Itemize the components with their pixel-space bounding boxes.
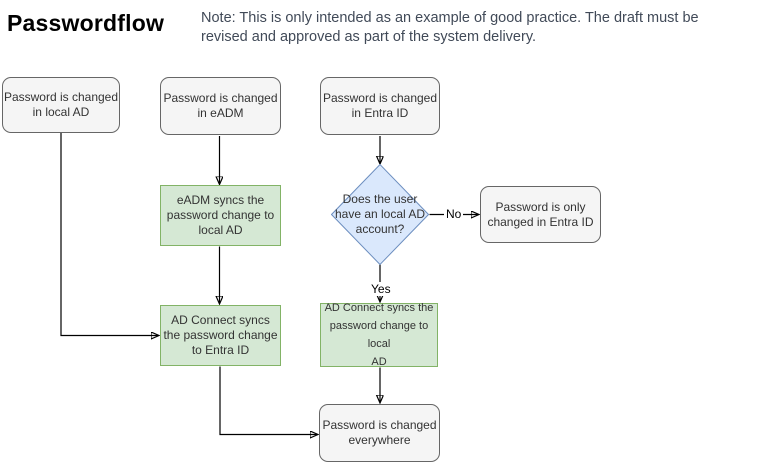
diamond-shape (331, 164, 429, 265)
node-label: Password is changed in local AD (3, 90, 119, 119)
edge-label-no: No (444, 207, 464, 221)
node-password-changed-local-ad: Password is changed in local AD (2, 77, 120, 133)
node-eadm-syncs-to-local-ad: eADM syncs the password change to local … (160, 185, 281, 246)
node-password-changed-entra-id: Password is changed in Entra ID (320, 77, 440, 135)
node-password-only-entra-id: Password is only changed in Entra ID (480, 186, 601, 243)
node-label: Password is changed everywhere (322, 418, 437, 447)
node-label: Password is changed in eADM (163, 91, 278, 120)
node-ad-connect-syncs-to-entra: AD Connect syncs the password change to … (160, 305, 281, 366)
page-title: Passwordflow (7, 10, 165, 36)
edge-localad-to-adconnect (60, 133, 159, 336)
node-label: eADM syncs the password change to local … (166, 193, 275, 237)
node-label: Password is only changed in Entra ID (487, 199, 594, 229)
node-ad-connect-syncs-to-local: AD Connect syncs the password change to … (320, 302, 438, 368)
node-label: Does the user have an local AD account? (334, 192, 426, 236)
node-password-changed-everywhere: Password is changed everywhere (319, 404, 440, 462)
node-password-changed-eadm: Password is changed in eADM (160, 77, 281, 135)
node-label: Password is changed in Entra ID (322, 91, 438, 120)
node-label: AD Connect syncs the password change to … (163, 313, 278, 357)
node-decision-local-ad-account: Does the user have an local AD account? (331, 164, 429, 265)
node-label: AD Connect syncs the password change to … (324, 302, 434, 368)
edge-label-yes: Yes (369, 282, 393, 296)
edge-adconnectentra-to-final (219, 366, 318, 435)
note-text: Note: This is only intended as an exampl… (201, 10, 699, 45)
